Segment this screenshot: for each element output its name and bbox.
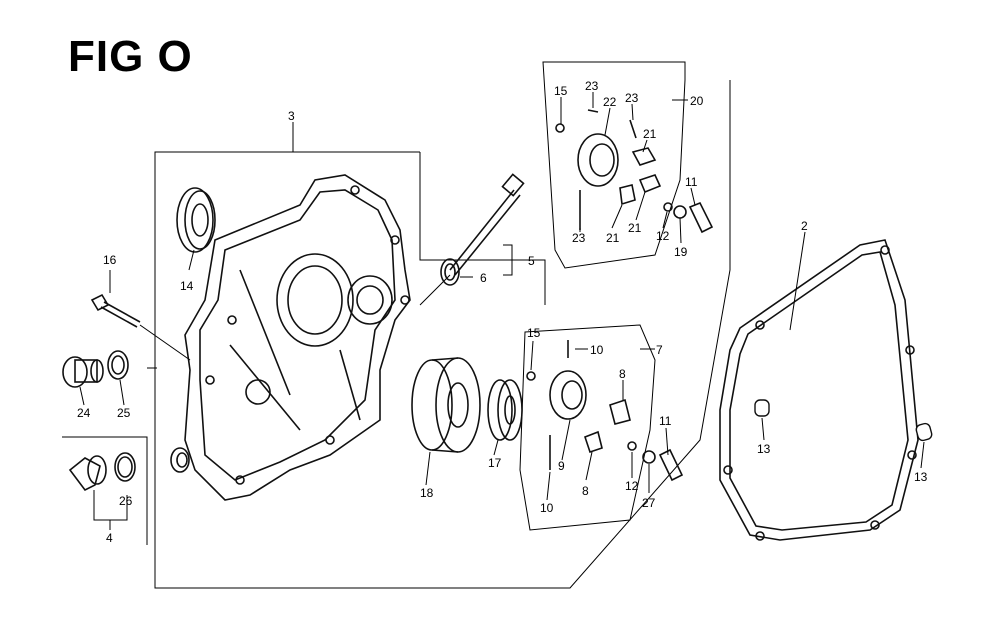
part-label: 8 xyxy=(582,484,589,498)
part-label: 9 xyxy=(558,459,565,473)
part-label: 20 xyxy=(690,94,704,108)
ball-bearing-small-part xyxy=(487,379,523,441)
dowel-pin-part xyxy=(915,422,933,442)
oil-slinger-part xyxy=(526,340,684,482)
part-label: 23 xyxy=(585,79,599,93)
drain-plug-part xyxy=(62,356,104,388)
group-frame-main-case xyxy=(154,80,731,589)
group-frame-oil-assembly xyxy=(519,324,656,531)
part-label: 15 xyxy=(527,326,541,340)
part-label: 12 xyxy=(625,479,639,493)
part-label: 19 xyxy=(674,245,688,259)
part-label: 7 xyxy=(656,343,663,357)
part-label: 16 xyxy=(103,253,117,267)
part-label: 3 xyxy=(288,109,295,123)
drain-washer-part xyxy=(107,350,129,380)
part-label: 14 xyxy=(180,279,194,293)
part-label: 24 xyxy=(77,406,91,420)
part-label: 23 xyxy=(625,91,639,105)
part-labels: 3 2 5 6 14 16 24 25 4 26 18 17 15 10 7 8… xyxy=(77,79,928,545)
part-label: 25 xyxy=(117,406,131,420)
small-seal-part xyxy=(170,447,190,473)
part-label: 27 xyxy=(642,496,656,510)
part-label: 21 xyxy=(643,127,657,141)
part-label: 8 xyxy=(619,367,626,381)
breather-seal-part xyxy=(440,258,460,286)
part-label: 10 xyxy=(590,343,604,357)
group-frame-governor-assembly xyxy=(542,61,686,269)
governor-gear-part xyxy=(555,109,714,234)
breather-rod-part xyxy=(419,173,525,306)
part-label: 23 xyxy=(572,231,586,245)
part-label: 12 xyxy=(656,229,670,243)
figure-title: FIG O xyxy=(68,32,193,81)
part-label: 26 xyxy=(119,494,133,508)
part-label: 6 xyxy=(480,271,487,285)
crankcase-cover-part xyxy=(184,174,411,501)
part-label: 21 xyxy=(628,221,642,235)
part-label: 10 xyxy=(540,501,554,515)
leader-lines xyxy=(79,92,925,530)
flange-bolt-part xyxy=(90,293,191,361)
bracket-oil-fill-parts xyxy=(62,367,157,545)
gauge-oring-part xyxy=(114,452,136,482)
ball-bearing-large-part xyxy=(411,357,481,453)
part-label: 4 xyxy=(106,531,113,545)
part-label: 11 xyxy=(685,175,698,189)
part-label: 17 xyxy=(488,456,502,470)
oil-seal-part xyxy=(176,187,216,253)
case-gasket-part xyxy=(719,239,919,541)
oil-gauge-part xyxy=(68,455,107,492)
part-label: 21 xyxy=(606,231,620,245)
part-label: 2 xyxy=(801,219,808,233)
part-label: 13 xyxy=(757,442,771,456)
part-label: 11 xyxy=(659,414,672,428)
dowel-pin-part xyxy=(754,399,770,417)
part-label: 15 xyxy=(554,84,568,98)
part-label: 13 xyxy=(914,470,928,484)
part-label: 22 xyxy=(603,95,617,109)
part-label: 18 xyxy=(420,486,434,500)
part-label: 5 xyxy=(528,254,535,268)
